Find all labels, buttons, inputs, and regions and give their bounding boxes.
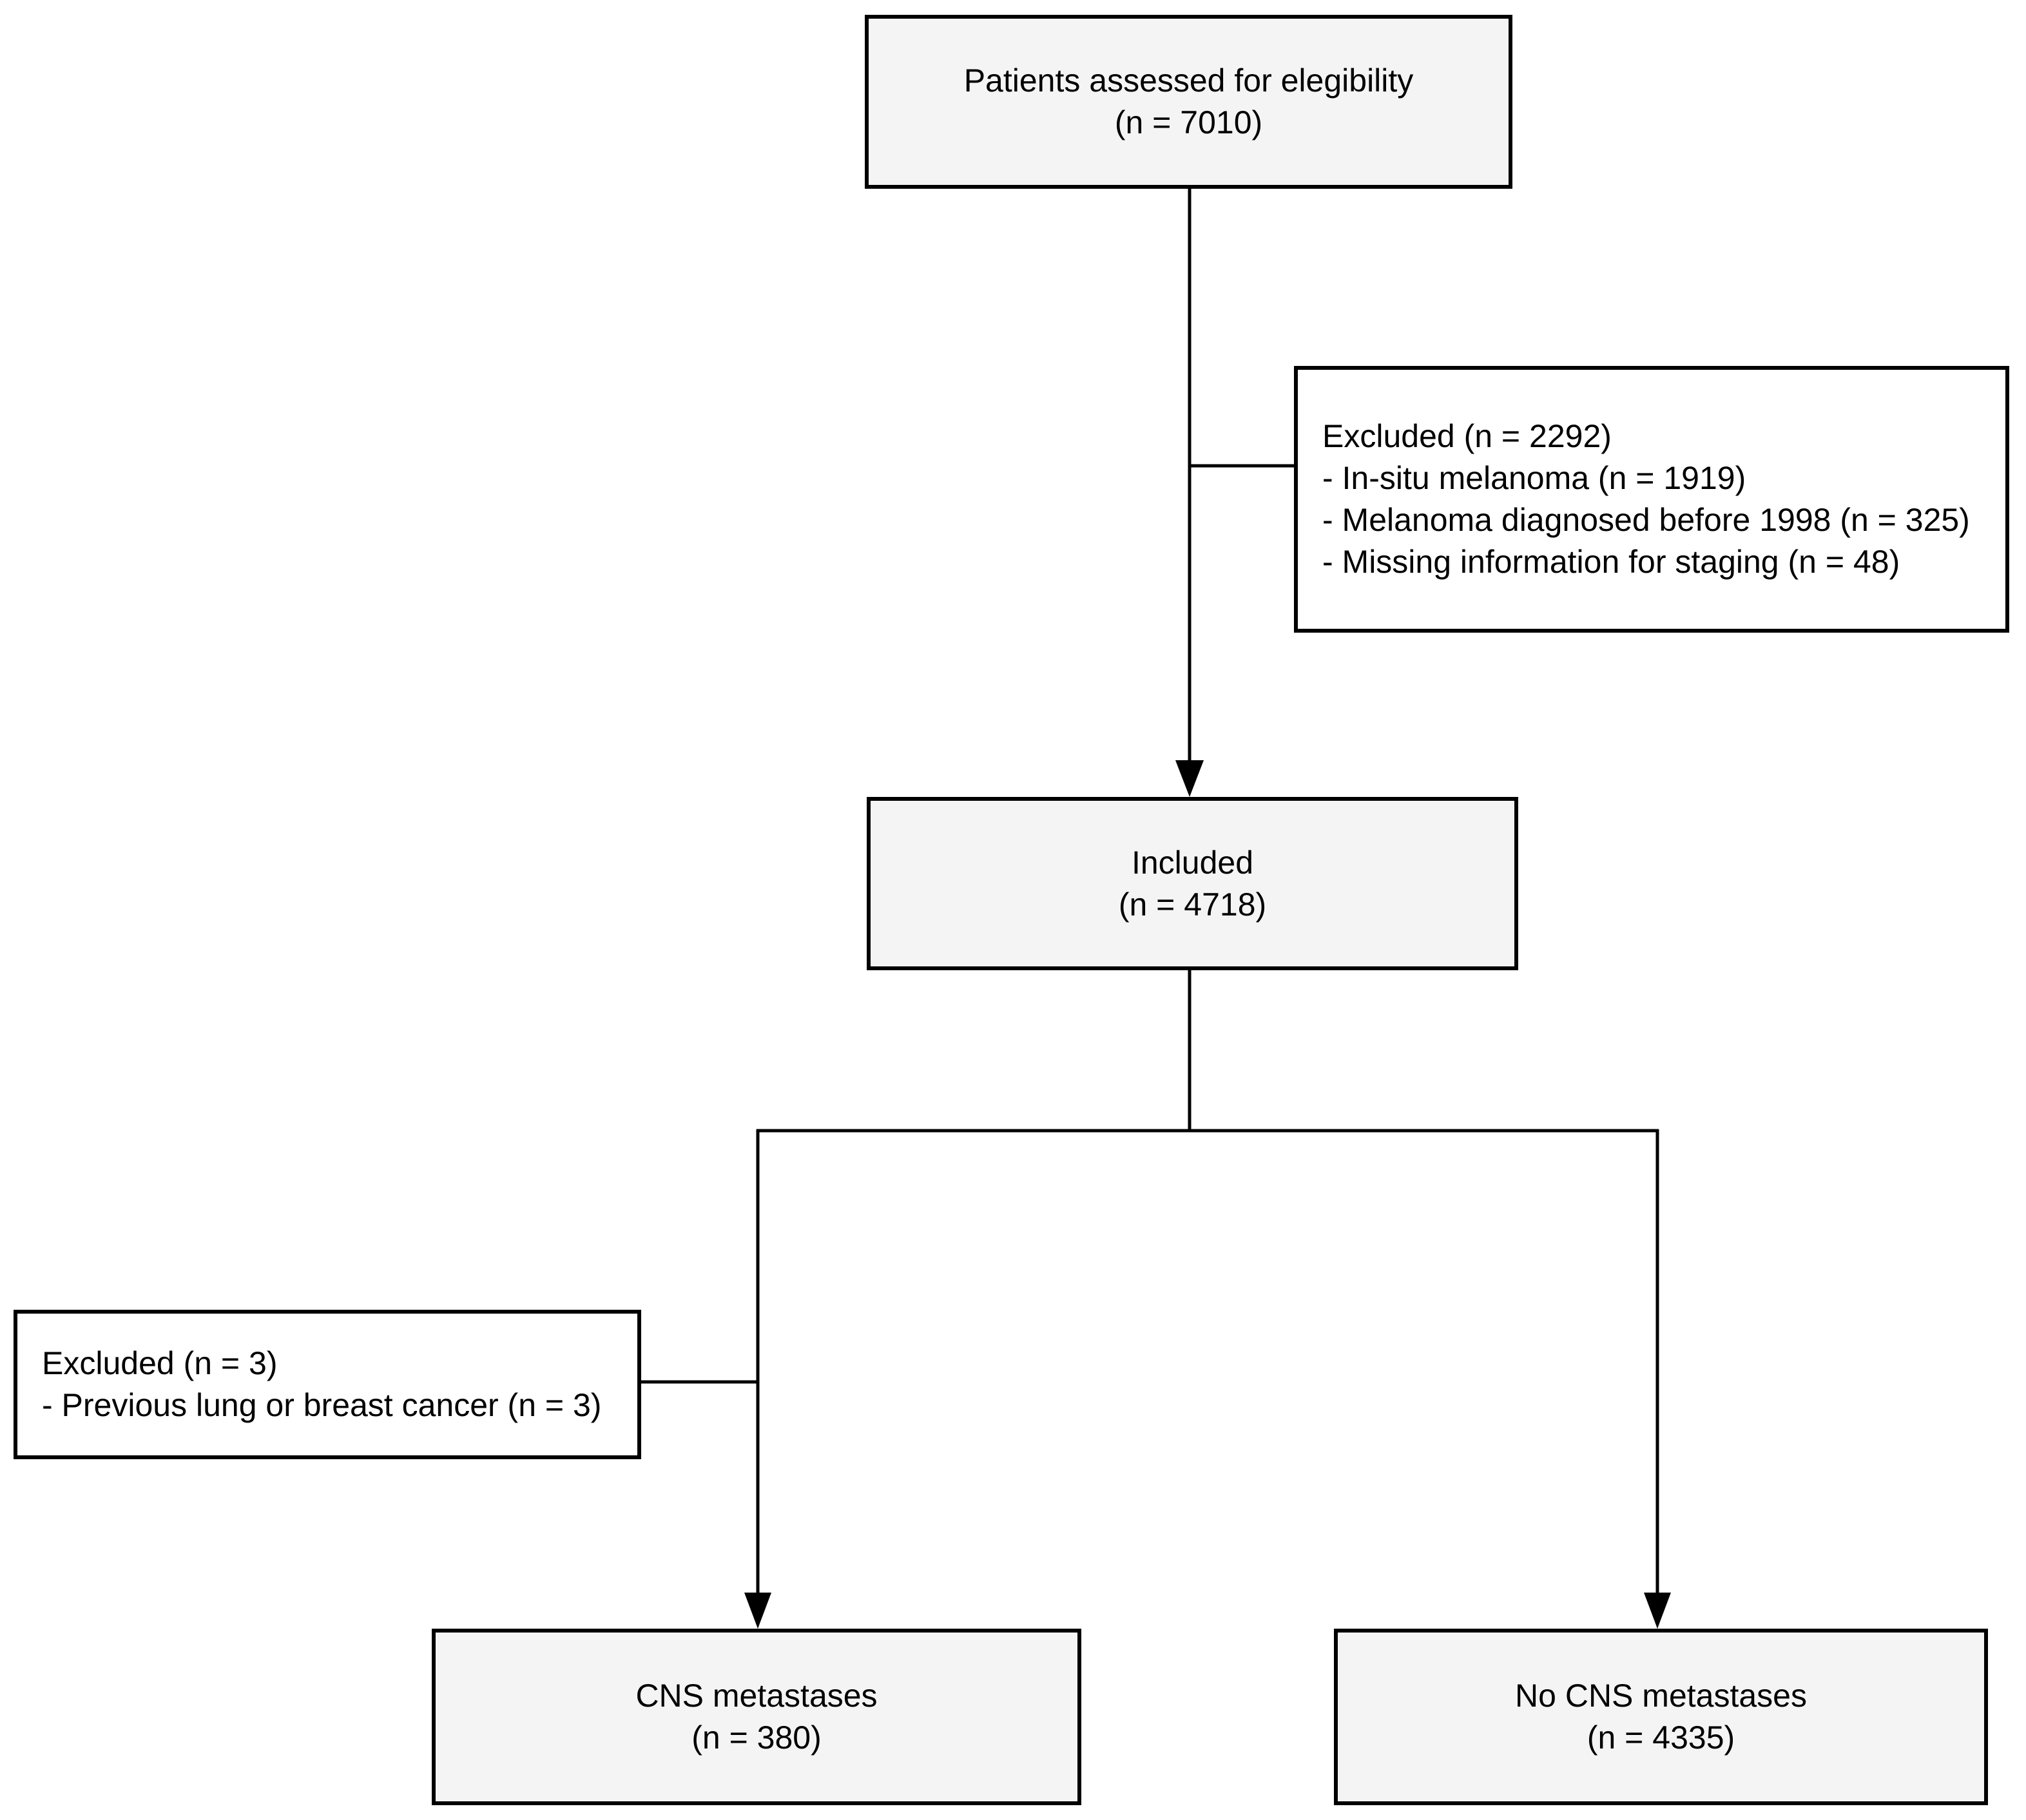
node-no-cns-metastases-count: (n = 4335) bbox=[1587, 1719, 1735, 1756]
node-included: Included (n = 4718) bbox=[867, 797, 1518, 970]
node-excluded-secondary-line2: - Previous lung or breast cancer (n = 3) bbox=[42, 1387, 602, 1423]
node-excluded-secondary: Excluded (n = 3) - Previous lung or brea… bbox=[14, 1310, 641, 1459]
arrowhead-cns bbox=[744, 1593, 771, 1629]
node-patients-assessed-count: (n = 7010) bbox=[1114, 104, 1263, 140]
node-excluded-main-line2: - In-situ melanoma (n = 1919) bbox=[1322, 460, 1746, 496]
node-cns-metastases: CNS metastases (n = 380) bbox=[432, 1629, 1081, 1805]
node-patients-assessed-title: Patients assessed for elegibility bbox=[963, 62, 1414, 99]
node-no-cns-metastases: No CNS metastases (n = 4335) bbox=[1334, 1629, 1988, 1805]
arrowhead-included bbox=[1175, 760, 1204, 797]
node-included-title: Included bbox=[1131, 844, 1254, 881]
node-cns-metastases-title: CNS metastases bbox=[635, 1678, 878, 1714]
node-included-count: (n = 4718) bbox=[1118, 886, 1267, 923]
node-patients-assessed: Patients assessed for elegibility (n = 7… bbox=[865, 15, 1512, 189]
node-excluded-main-line1: Excluded (n = 2292) bbox=[1322, 418, 1612, 454]
node-excluded-secondary-line1: Excluded (n = 3) bbox=[42, 1345, 278, 1381]
node-excluded-main-line3: - Melanoma diagnosed before 1998 (n = 32… bbox=[1322, 502, 1970, 538]
node-excluded-main-line4: - Missing information for staging (n = 4… bbox=[1322, 544, 1900, 580]
node-cns-metastases-count: (n = 380) bbox=[691, 1719, 822, 1756]
node-no-cns-metastases-title: No CNS metastases bbox=[1515, 1678, 1807, 1714]
node-excluded-main: Excluded (n = 2292) - In-situ melanoma (… bbox=[1294, 366, 2009, 633]
arrowhead-no-cns bbox=[1644, 1593, 1671, 1629]
